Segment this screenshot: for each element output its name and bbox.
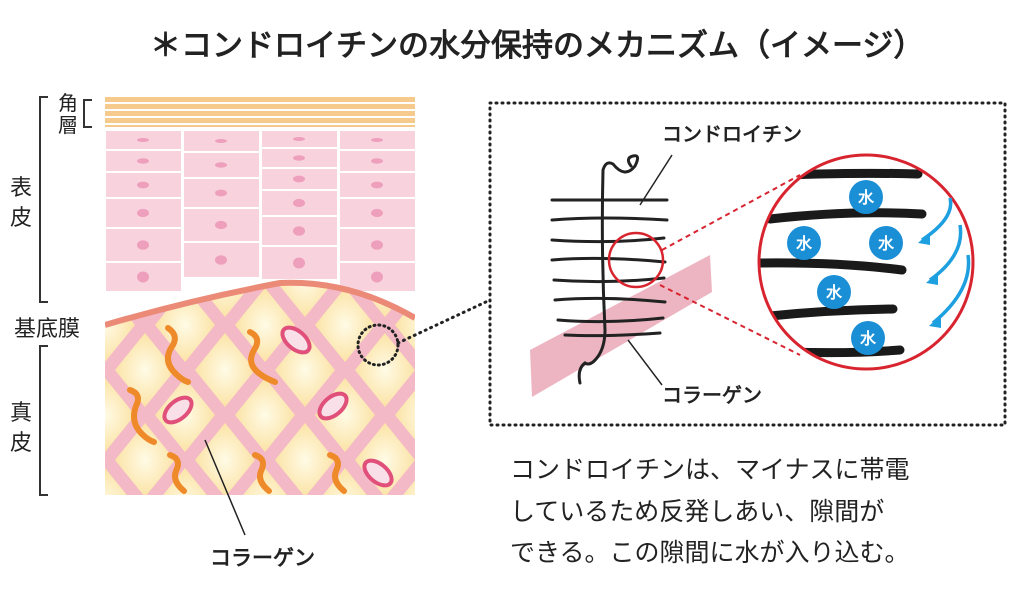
cell-nucleus	[215, 162, 227, 168]
label-dermis-2: 皮	[10, 431, 32, 456]
cell-nucleus	[371, 271, 383, 283]
label-basement-membrane: 基底膜	[14, 317, 80, 342]
cell-nucleus	[371, 138, 383, 142]
label-epidermis-1: 表	[10, 176, 32, 201]
bracket-dermis	[39, 345, 48, 496]
cell-nucleus	[137, 181, 149, 189]
magnify-line-bottom	[659, 284, 801, 356]
label-dermis-1: 真	[10, 401, 32, 426]
cell-nucleus	[215, 139, 227, 143]
caption-line-3: できる。この隙間に水が入り込む。	[510, 538, 910, 567]
basement-membrane-line	[105, 279, 415, 328]
cell-nucleus	[137, 158, 149, 164]
label-collagen-detail: コラーゲン	[662, 383, 762, 407]
fibroblast-cells	[162, 325, 394, 488]
detail-box	[488, 101, 1007, 427]
water-label: 水	[878, 234, 895, 253]
bracket-stratum-corneum	[83, 99, 92, 128]
cell-nucleus	[293, 155, 305, 161]
water-molecule	[849, 180, 883, 214]
epidermis-cells	[106, 131, 415, 291]
water-molecule	[787, 226, 821, 260]
magnify-line-top	[661, 174, 801, 251]
water-label: 水	[860, 329, 877, 348]
label-chondroitin: コンドロイチン	[662, 122, 802, 146]
zoom-connector	[396, 298, 492, 345]
cell-nucleus	[137, 240, 149, 250]
stratum-corneum-layer	[105, 97, 415, 127]
water-molecule	[869, 226, 903, 260]
cell-nucleus	[293, 175, 305, 183]
caption-line-1: コンドロイチンは、マイナスに帯電	[510, 455, 910, 484]
cell-nucleus	[293, 257, 305, 269]
label-collagen-skin: コラーゲン	[210, 546, 315, 570]
collagen-band	[530, 255, 712, 397]
magnified-view: 水水水水水	[757, 153, 975, 371]
cell-nucleus	[371, 240, 383, 250]
water-label: 水	[858, 188, 875, 207]
water-molecule	[851, 321, 885, 355]
caption-line-2: しているため反発しあい、隙間が	[510, 497, 884, 526]
zoom-area-circle	[356, 323, 400, 367]
cell-nucleus	[293, 198, 305, 208]
water-molecule	[817, 275, 851, 309]
cell-nucleus	[293, 137, 305, 141]
cell-nucleus	[137, 138, 149, 142]
cell-nucleus	[215, 255, 227, 265]
collagen-pointer	[204, 439, 246, 536]
water-label: 水	[796, 234, 813, 253]
cell-nucleus	[293, 226, 305, 236]
skin-cross-section	[105, 97, 415, 495]
cell-nucleus	[371, 181, 383, 189]
cell-nucleus	[137, 208, 149, 218]
dermis-fibers	[127, 325, 347, 494]
highlight-circle-small	[607, 231, 665, 289]
label-stratum-corneum-2: 層	[58, 113, 78, 137]
cell-nucleus	[137, 271, 149, 283]
cell-nucleus	[215, 220, 227, 230]
water-label: 水	[826, 283, 843, 302]
label-stratum-corneum-1: 角	[58, 91, 78, 115]
chondroitin-molecule	[550, 154, 669, 385]
chondroitin-pointer	[639, 154, 673, 206]
collagen-detail-pointer	[627, 339, 663, 386]
cell-nucleus	[215, 189, 227, 197]
title: ＊コンドロイチンの水分保持のメカニズム（イメージ）	[150, 28, 924, 64]
cell-nucleus	[371, 208, 383, 218]
bracket-epidermis	[39, 96, 48, 303]
cell-nucleus	[371, 158, 383, 164]
label-epidermis-2: 皮	[10, 206, 32, 231]
